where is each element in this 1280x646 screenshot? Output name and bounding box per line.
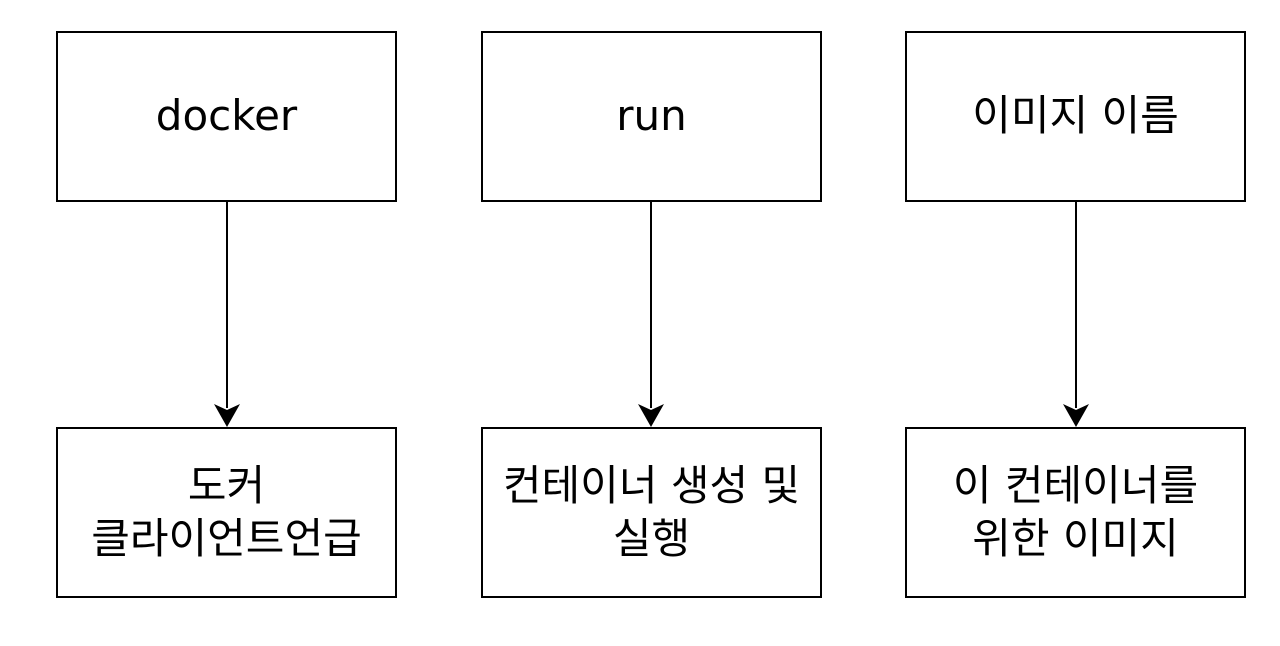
docker-label: docker (155, 91, 298, 141)
arrow-image-name-head (1063, 404, 1089, 427)
run-description-label: 컨테이너 생성 및 실행 (502, 461, 801, 563)
arrow-docker-head (214, 404, 240, 427)
image-name-description-label: 이 컨테이너를 위한 이미지 (952, 461, 1199, 563)
arrow-image-name (1063, 202, 1089, 427)
docker-description-label: 도커 클라이언트언급 (91, 461, 362, 563)
run-description-box: 컨테이너 생성 및 실행 (481, 427, 822, 598)
image-name-box: 이미지 이름 (905, 31, 1246, 202)
arrow-docker (214, 202, 240, 427)
run-box: run (481, 31, 822, 202)
docker-description-box: 도커 클라이언트언급 (56, 427, 397, 598)
image-name-description-box: 이 컨테이너를 위한 이미지 (905, 427, 1246, 598)
arrow-run-head (638, 404, 664, 427)
arrow-run (638, 202, 664, 427)
run-label: run (616, 91, 687, 141)
docker-box: docker (56, 31, 397, 202)
image-name-label: 이미지 이름 (972, 91, 1179, 141)
